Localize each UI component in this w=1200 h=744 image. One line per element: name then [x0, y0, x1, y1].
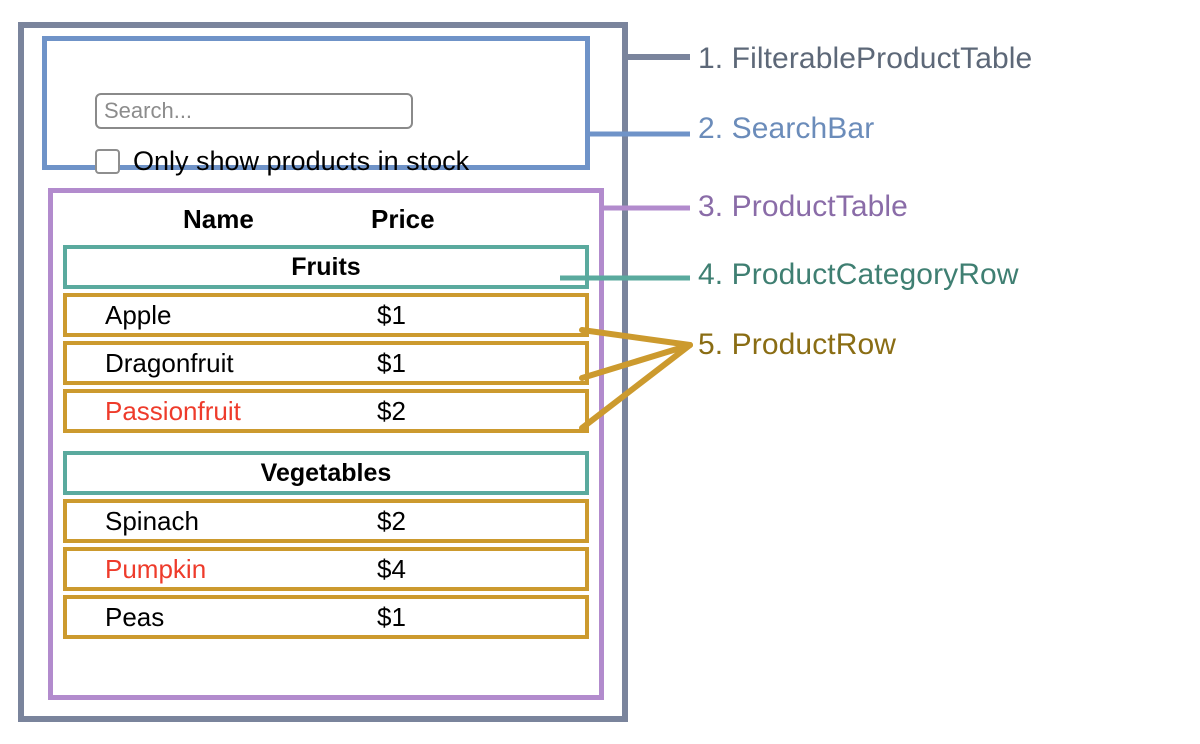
product-row[interactable]: Dragonfruit $1: [63, 341, 589, 385]
product-name: Spinach: [105, 505, 199, 536]
in-stock-filter-label: Only show products in stock: [133, 145, 470, 176]
product-category-row: Vegetables: [63, 451, 589, 495]
product-rows-area: Fruits Apple $1 Dragonfruit $1 Passionfr…: [53, 245, 599, 643]
annotation-label-filterable-product-table: 1. FilterableProductTable: [698, 42, 1033, 75]
category-label: Vegetables: [260, 458, 392, 487]
product-name: Peas: [105, 601, 165, 632]
annotation-label-product-category-row: 4. ProductCategoryRow: [698, 258, 1019, 291]
column-header-price: Price: [371, 203, 435, 234]
product-price: $1: [377, 601, 406, 632]
annotation-label-product-table: 3. ProductTable: [698, 190, 908, 223]
product-row[interactable]: Pumpkin $4: [63, 547, 589, 591]
product-category-row: Fruits: [63, 245, 589, 289]
annotation-label-product-row: 5. ProductRow: [698, 328, 897, 361]
product-row[interactable]: Peas $1: [63, 595, 589, 639]
product-name: Pumpkin: [105, 553, 207, 584]
search-bar-frame: Only show products in stock: [42, 36, 590, 174]
category-label: Fruits: [291, 252, 361, 281]
product-name: Apple: [105, 299, 172, 330]
product-price: $1: [377, 299, 406, 330]
product-price: $2: [377, 395, 406, 426]
product-row[interactable]: Spinach $2: [63, 499, 589, 543]
product-price: $1: [377, 347, 406, 378]
product-table-header: Name Price: [53, 193, 599, 245]
checkbox-icon[interactable]: [95, 148, 120, 174]
product-table-frame: Name Price Fruits Apple $1 Dragonfruit $…: [48, 188, 604, 700]
product-price: $2: [377, 505, 406, 536]
product-name: Dragonfruit: [105, 347, 234, 378]
in-stock-filter-row[interactable]: Only show products in stock: [95, 144, 469, 178]
product-row[interactable]: Apple $1: [63, 293, 589, 337]
product-row[interactable]: Passionfruit $2: [63, 389, 589, 433]
product-price: $4: [377, 553, 406, 584]
search-input[interactable]: [95, 93, 413, 129]
product-name: Passionfruit: [105, 395, 241, 426]
section-spacer: [53, 437, 599, 451]
annotation-label-search-bar: 2. SearchBar: [698, 112, 875, 145]
column-header-name: Name: [183, 203, 254, 234]
